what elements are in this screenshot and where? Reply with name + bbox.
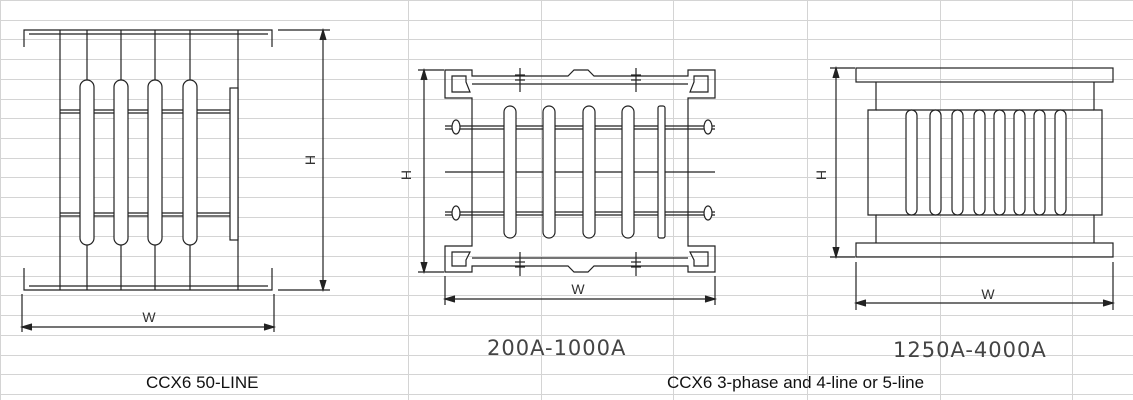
caption-50-line: CCX6 50-LINE bbox=[146, 373, 259, 392]
caption-3-phase: CCX6 3-phase and 4-line or 5-line bbox=[667, 373, 925, 392]
dim-h-arrow bbox=[830, 65, 855, 260]
range-label-1250a-4000a: 1250A-4000A bbox=[893, 338, 1047, 362]
middle-dim-w-label: W bbox=[571, 281, 585, 297]
bus-bars bbox=[445, 125, 715, 216]
end-bracket bbox=[229, 87, 239, 241]
dim-w-arrow bbox=[442, 276, 718, 305]
middle-dim-h-label: H bbox=[398, 170, 414, 180]
bolts bbox=[451, 119, 713, 221]
dim-w-arrow bbox=[853, 262, 1116, 310]
frame-outline bbox=[444, 69, 716, 273]
dim-w-arrow bbox=[19, 294, 277, 332]
housing-body bbox=[867, 82, 1103, 243]
right-dim-w-label: W bbox=[981, 286, 995, 302]
dim-h-arrow bbox=[278, 27, 330, 293]
bottom-plate bbox=[23, 268, 273, 291]
right-dim-h-label: H bbox=[813, 170, 829, 180]
top-plate bbox=[855, 67, 1114, 83]
frame-inner bbox=[451, 75, 709, 267]
bottom-plate bbox=[855, 242, 1114, 258]
insulator-slots bbox=[503, 105, 666, 239]
insulator-slots bbox=[79, 79, 198, 246]
top-plate bbox=[23, 29, 273, 47]
range-label-200a-1000a: 200A-1000A bbox=[487, 336, 627, 360]
dim-h-arrow bbox=[418, 67, 444, 275]
studs bbox=[515, 68, 641, 276]
ventilation-slots bbox=[905, 109, 1067, 216]
left-dim-w-label: W bbox=[142, 309, 156, 325]
left-dim-h-label: H bbox=[302, 155, 318, 165]
